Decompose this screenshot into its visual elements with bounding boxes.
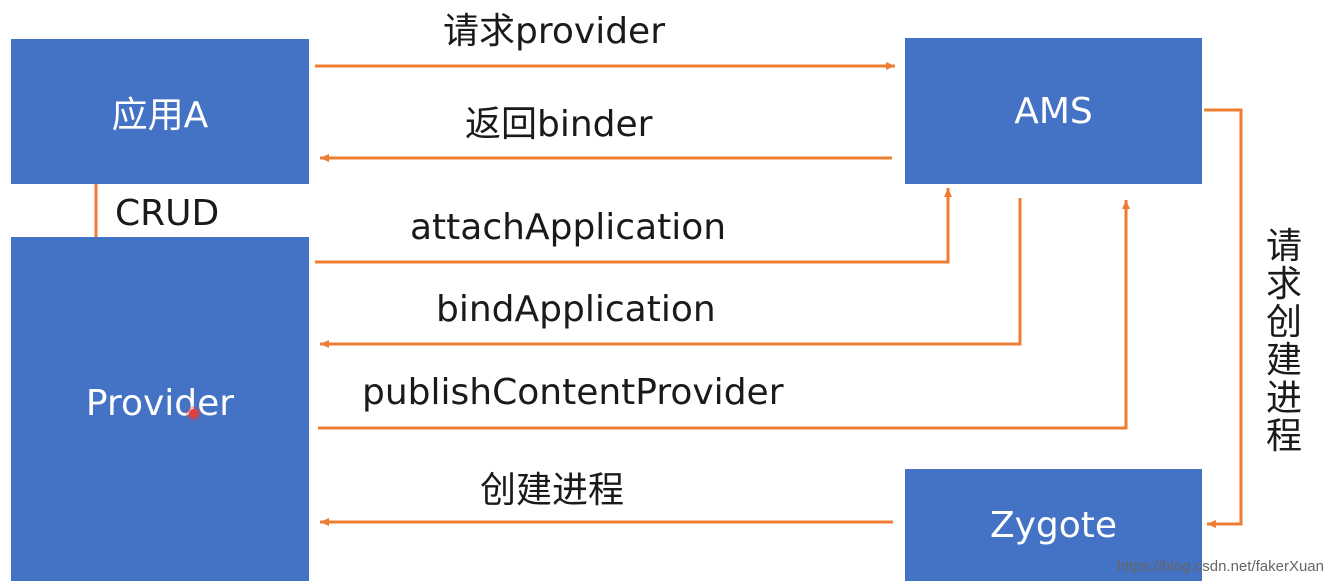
create-process-label: 创建进程 [480,470,625,511]
request-provider-label: 请求provider [443,11,665,52]
arrow-bind-application [320,198,1022,348]
cursor-marker [189,409,198,418]
watermark: https://blog.csdn.net/fakerXuan [1117,558,1324,575]
zygote-box: Zygote [905,469,1202,581]
request-create-process-label: 请求创建进程 [1265,226,1302,457]
attach-application-label: attachApplication [410,207,727,248]
arrow-attach-application [315,188,952,264]
ams-label: AMS [1014,90,1093,132]
app-a-box: 应用A [11,39,309,184]
bind-application-label: bindApplication [436,289,716,330]
publish-content-provider-label: publishContentProvider [362,372,784,413]
app-a-label: 应用A [111,94,209,136]
arrow-request-create-process [1204,108,1243,528]
zygote-label: Zygote [989,504,1118,546]
arrow-publish-content-provider [318,200,1130,430]
provider-box: Provider [11,237,309,581]
return-binder-label: 返回binder [465,104,653,145]
provider-label: Provider [85,382,235,424]
ams-box: AMS [905,38,1202,184]
crud-label: CRUD [115,193,220,234]
